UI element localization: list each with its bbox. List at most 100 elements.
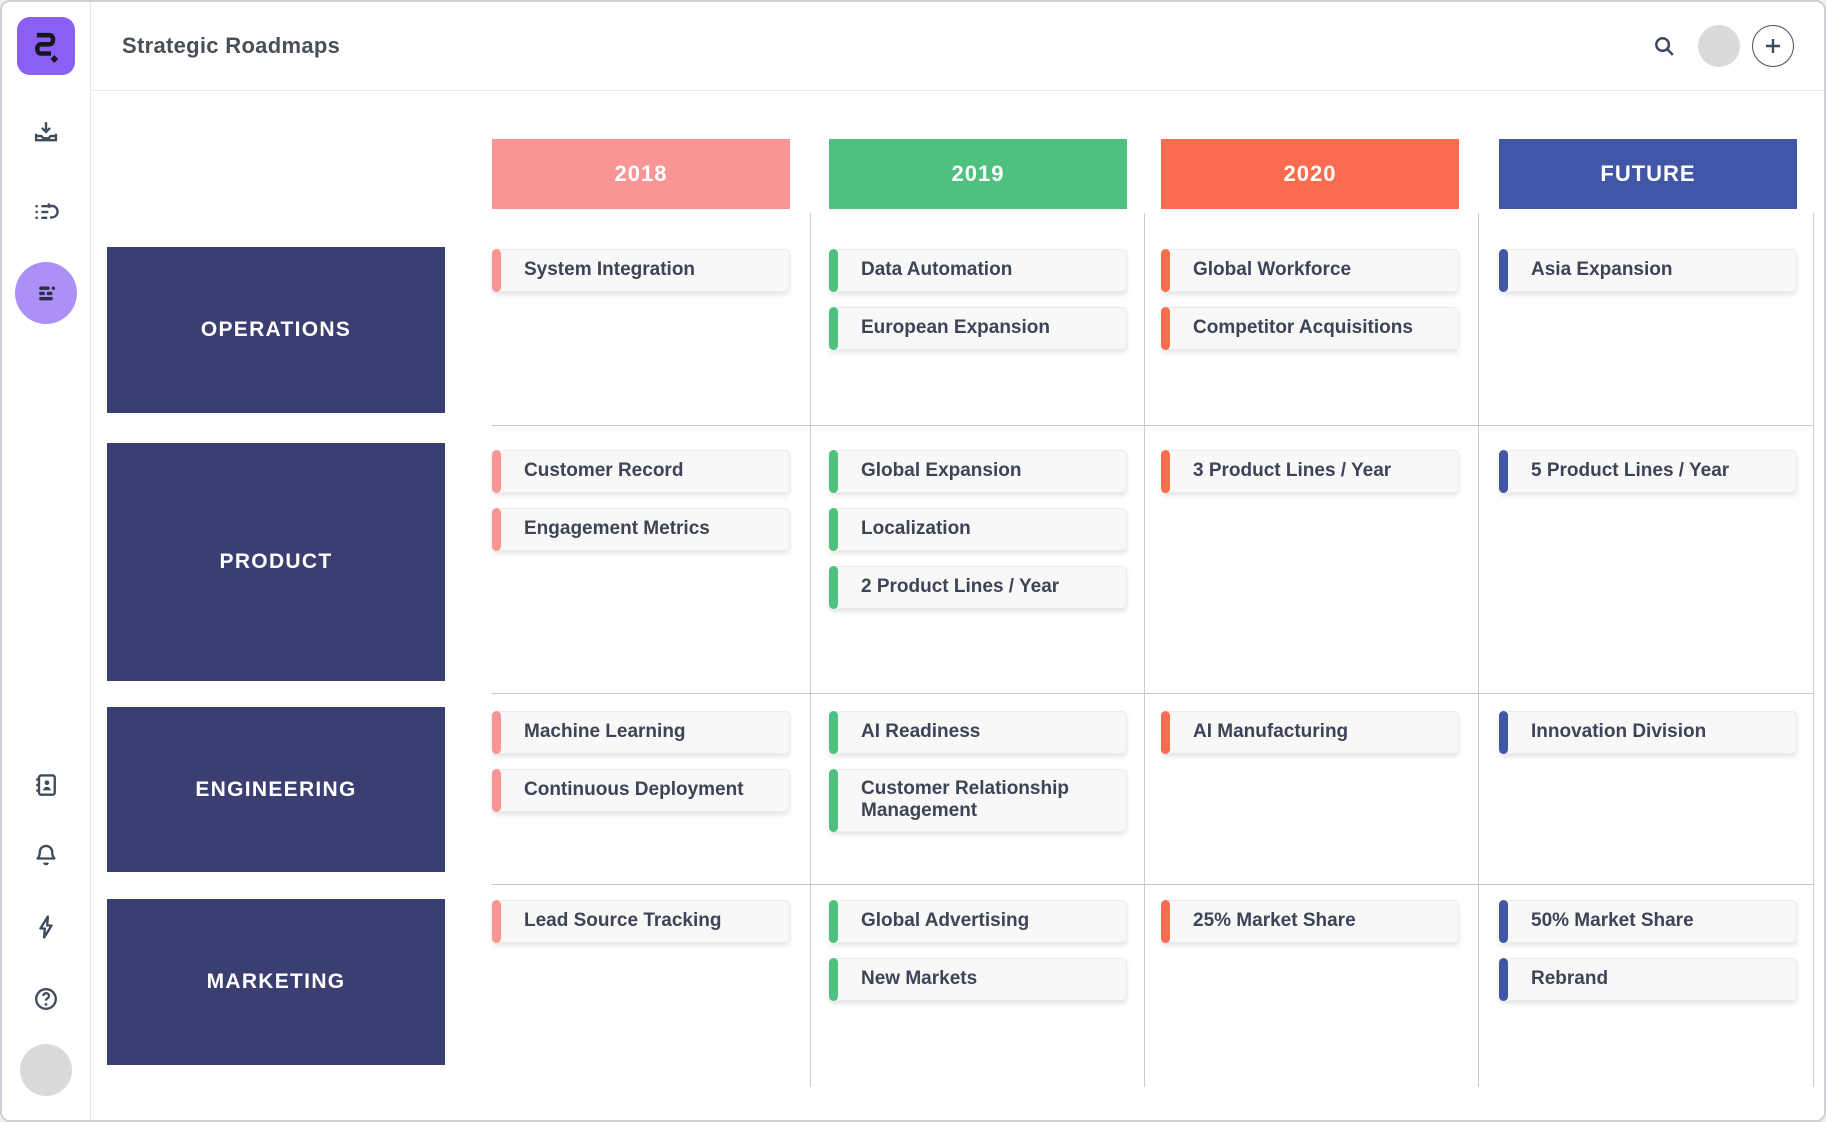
roadmap-item[interactable]: Continuous Deployment [492, 769, 790, 812]
row-header-product[interactable]: PRODUCT [107, 443, 445, 681]
roadmap-item[interactable]: Machine Learning [492, 711, 790, 754]
grid-divider [1478, 213, 1479, 1087]
roadmap-item-label: Asia Expansion [1531, 259, 1673, 281]
roadmap-item-label: Customer Record [524, 460, 684, 482]
roadmap-item[interactable]: Rebrand [1499, 958, 1797, 1001]
roadmap-item[interactable]: 3 Product Lines / Year [1161, 450, 1459, 493]
roadmap-item[interactable]: Lead Source Tracking [492, 900, 790, 943]
roadmap-item[interactable]: Localization [829, 508, 1127, 551]
roadmap-item-label: Innovation Division [1531, 721, 1707, 743]
roadmap-item-label: 25% Market Share [1193, 910, 1356, 932]
roadmap-item[interactable]: Competitor Acquisitions [1161, 307, 1459, 350]
cell-operations-future: Asia Expansion [1499, 249, 1797, 292]
column-header-2018[interactable]: 2018 [492, 139, 790, 209]
app-logo[interactable] [17, 17, 75, 75]
roadmap-board: 2018 2019 2020 FUTURE OPERATIONS PRODUCT… [91, 91, 1824, 1120]
sidebar [2, 2, 91, 1120]
column-header-2020[interactable]: 2020 [1161, 139, 1459, 209]
cell-engineering-future: Innovation Division [1499, 711, 1797, 754]
cell-engineering-2018: Machine Learning Continuous Deployment [492, 711, 790, 812]
roadmap-item-label: Engagement Metrics [524, 518, 710, 540]
road-logo-icon [34, 32, 59, 63]
help-icon[interactable] [24, 983, 68, 1015]
row-header-engineering[interactable]: ENGINEERING [107, 707, 445, 872]
row-header-marketing[interactable]: MARKETING [107, 899, 445, 1065]
grid-divider [492, 884, 1813, 885]
roadmap-item[interactable]: Global Expansion [829, 450, 1127, 493]
roadmap-item[interactable]: Asia Expansion [1499, 249, 1797, 292]
add-button[interactable] [1752, 25, 1794, 67]
roadmap-item-label: Customer Relationship Management [861, 778, 1069, 822]
roadmap-item-label: Localization [861, 518, 971, 540]
cell-operations-2018: System Integration [492, 249, 790, 292]
top-bar: Strategic Roadmaps [91, 2, 1824, 91]
roadmap-item-label: Global Advertising [861, 910, 1030, 932]
account-avatar[interactable] [1698, 25, 1740, 67]
column-header-future[interactable]: FUTURE [1499, 139, 1797, 209]
roadmap-item-label: AI Readiness [861, 721, 981, 743]
roadmap-item[interactable]: 2 Product Lines / Year [829, 566, 1127, 609]
grid-divider [1144, 213, 1145, 1087]
cell-engineering-2019: AI Readiness Customer Relationship Manag… [829, 711, 1127, 832]
roadmap-item-label: Rebrand [1531, 968, 1609, 990]
roadmap-item[interactable]: European Expansion [829, 307, 1127, 350]
search-icon[interactable] [1651, 33, 1678, 60]
cell-operations-2019: Data Automation European Expansion [829, 249, 1127, 350]
roadmap-view-icon[interactable] [15, 262, 77, 324]
backlog-list-icon[interactable] [24, 196, 68, 228]
roadmap-item-label: 5 Product Lines / Year [1531, 460, 1730, 482]
roadmap-item-label: Competitor Acquisitions [1193, 317, 1413, 339]
roadmap-item[interactable]: Global Workforce [1161, 249, 1459, 292]
roadmap-item[interactable]: AI Manufacturing [1161, 711, 1459, 754]
row-header-operations[interactable]: OPERATIONS [107, 247, 445, 413]
cell-product-2020: 3 Product Lines / Year [1161, 450, 1459, 493]
roadmap-item-label: Continuous Deployment [524, 779, 744, 801]
roadmap-item-label: New Markets [861, 968, 978, 990]
activity-icon[interactable] [24, 911, 68, 943]
cell-product-2019: Global Expansion Localization 2 Product … [829, 450, 1127, 609]
roadmap-item-label: AI Manufacturing [1193, 721, 1349, 743]
roadmap-item[interactable]: System Integration [492, 249, 790, 292]
roadmap-item[interactable]: 5 Product Lines / Year [1499, 450, 1797, 493]
roadmap-item-label: System Integration [524, 259, 696, 281]
roadmap-item[interactable]: New Markets [829, 958, 1127, 1001]
roadmap-item[interactable]: Engagement Metrics [492, 508, 790, 551]
roadmap-item-label: Global Workforce [1193, 259, 1352, 281]
cell-operations-2020: Global Workforce Competitor Acquisitions [1161, 249, 1459, 350]
grid-divider [1813, 213, 1814, 1087]
roadmap-item[interactable]: Innovation Division [1499, 711, 1797, 754]
roadmap-item-label: Data Automation [861, 259, 1013, 281]
roadmap-item-label: Lead Source Tracking [524, 910, 722, 932]
cell-engineering-2020: AI Manufacturing [1161, 711, 1459, 754]
main-area: Strategic Roadmaps [91, 2, 1824, 1120]
grid-divider [810, 213, 811, 1087]
cell-marketing-2020: 25% Market Share [1161, 900, 1459, 943]
cell-product-2018: Customer Record Engagement Metrics [492, 450, 790, 551]
cell-marketing-2019: Global Advertising New Markets [829, 900, 1127, 1001]
roadmap-item[interactable]: Customer Record [492, 450, 790, 493]
notifications-icon[interactable] [24, 839, 68, 871]
roadmap-item-label: Global Expansion [861, 460, 1022, 482]
contacts-icon[interactable] [24, 769, 68, 801]
header-actions [1651, 25, 1794, 67]
cell-product-future: 5 Product Lines / Year [1499, 450, 1797, 493]
roadmap-item[interactable]: Data Automation [829, 249, 1127, 292]
roadmap-item-label: 2 Product Lines / Year [861, 576, 1060, 598]
roadmap-item-label: 50% Market Share [1531, 910, 1694, 932]
roadmap-item[interactable]: 50% Market Share [1499, 900, 1797, 943]
roadmap-item-label: European Expansion [861, 317, 1050, 339]
export-icon[interactable] [24, 116, 68, 148]
roadmap-item[interactable]: Global Advertising [829, 900, 1127, 943]
cell-marketing-2018: Lead Source Tracking [492, 900, 790, 943]
roadmap-item[interactable]: 25% Market Share [1161, 900, 1459, 943]
grid-divider [492, 425, 1813, 426]
plus-icon [1766, 39, 1780, 53]
column-header-2019[interactable]: 2019 [829, 139, 1127, 209]
user-avatar[interactable] [20, 1044, 72, 1096]
roadmap-item-label: 3 Product Lines / Year [1193, 460, 1392, 482]
cell-marketing-future: 50% Market Share Rebrand [1499, 900, 1797, 1001]
roadmap-item[interactable]: Customer Relationship Management [829, 769, 1127, 832]
roadmap-item[interactable]: AI Readiness [829, 711, 1127, 754]
roadmap-item-label: Machine Learning [524, 721, 686, 743]
